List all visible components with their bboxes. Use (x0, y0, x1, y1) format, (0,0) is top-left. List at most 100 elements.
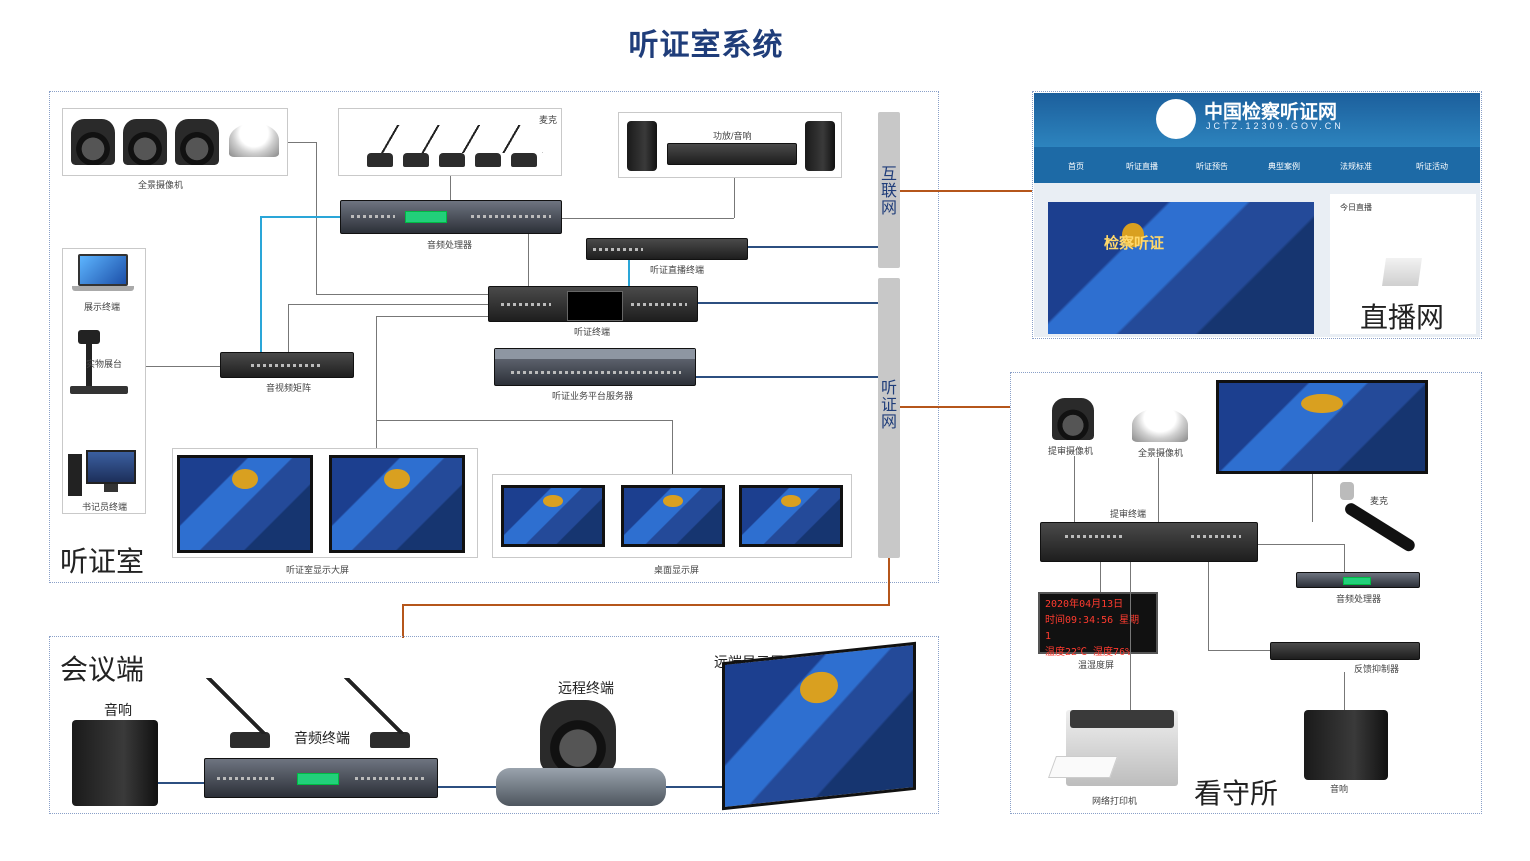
conference-speaker-caption: 音响 (104, 702, 132, 718)
platform-server-caption: 听证业务平台服务器 (552, 391, 634, 401)
site-nav: 首页 听证直播 听证预告 典型案例 法规标准 听证活动 (1034, 147, 1480, 183)
temp-humidity-screen: 2020年04月13日 时间09:34:56 星期 1 温度22℃ 湿度76% (1038, 592, 1158, 658)
detention-monitor (1216, 380, 1428, 474)
link (528, 234, 529, 286)
live-video-player[interactable]: 检察听证 (1048, 202, 1314, 334)
link (1312, 474, 1313, 522)
av-matrix-caption: 音视频矩阵 (266, 383, 312, 393)
desk-screen-display (501, 485, 605, 547)
link (288, 304, 488, 305)
mic-neck (344, 678, 404, 734)
gooseneck-mic-icon (403, 153, 429, 167)
clerk-desktop-icon (68, 446, 138, 498)
dome-camera-icon (1132, 408, 1188, 442)
big-screen-display (329, 455, 465, 553)
big-screen-group (172, 448, 478, 558)
document-camera-icon (70, 330, 130, 396)
link (672, 420, 673, 474)
led-time: 时间09:34:56 星期 1 (1045, 615, 1140, 642)
desk-screen-caption: 桌面显示屏 (654, 565, 700, 575)
detention-audio-processor (1296, 572, 1420, 588)
link (1258, 544, 1344, 545)
remote-display-screen (722, 641, 916, 811)
gooseneck-mic-icon (230, 732, 270, 748)
av-matrix-device (220, 352, 354, 378)
ptz-camera-icon (123, 119, 167, 165)
hearing-terminal-caption: 听证终端 (574, 327, 611, 337)
handheld-mic-icon (1336, 480, 1426, 554)
page-title: 听证室系统 (628, 29, 784, 62)
site-name: 中国检察听证网 (1204, 102, 1338, 123)
site-nav-item[interactable]: 听证直播 (1126, 162, 1158, 171)
live-terminal-device (586, 238, 748, 260)
link (698, 302, 878, 304)
gooseneck-mic-icon (367, 153, 393, 167)
hearing-net-label: 听证网 (880, 380, 897, 431)
hearing-room-label: 听证室 (60, 546, 145, 577)
site-nav-item[interactable]: 首页 (1068, 162, 1084, 171)
remote-camera-icon (540, 700, 616, 774)
live-site-zone (1032, 91, 1482, 339)
detention-label: 看守所 (1194, 778, 1279, 809)
link (562, 218, 734, 219)
detention-speaker-caption: 音响 (1330, 784, 1349, 794)
remote-terminal-caption: 远程终端 (558, 680, 614, 696)
detention-link (900, 406, 1010, 408)
interrogation-camera-icon (1052, 398, 1094, 440)
link (666, 786, 722, 788)
audio-terminal-caption: 音频终端 (294, 730, 350, 746)
panorama-camera-caption-detention: 全景摄像机 (1138, 448, 1184, 458)
hearing-net-bar (878, 278, 900, 558)
gooseneck-mic-icon (511, 153, 537, 167)
link (376, 316, 377, 448)
audio-processor-device (340, 200, 562, 234)
detention-speaker-icon (1304, 710, 1388, 780)
link (260, 216, 262, 352)
mic-neck (206, 678, 266, 734)
clerk-terminal-caption: 书记员终端 (82, 502, 128, 512)
ptz-camera-icon (71, 119, 115, 165)
big-screen-display (177, 455, 313, 553)
hearing-room-zone (49, 91, 939, 583)
speaker-icon (627, 121, 657, 171)
display-terminal-caption: 展示终端 (84, 302, 121, 312)
speaker-icon (805, 121, 835, 171)
link (734, 178, 735, 218)
link (1344, 544, 1345, 572)
link (450, 176, 451, 200)
feedback-suppressor-caption: 反馈抑制器 (1354, 664, 1400, 674)
conference-link (402, 604, 404, 638)
audio-processor-caption: 音频处理器 (427, 240, 473, 250)
microphone-group: 麦克 (338, 108, 562, 176)
site-nav-item[interactable]: 典型案例 (1268, 162, 1300, 171)
document-camera-caption: 实物展台 (86, 359, 123, 369)
link (1130, 562, 1131, 710)
conference-link (888, 558, 890, 606)
site-nav-item[interactable]: 听证活动 (1416, 162, 1448, 171)
network-printer-caption: 网络打印机 (1092, 796, 1138, 806)
link (1158, 458, 1159, 522)
internet-label: 互联网 (880, 166, 897, 217)
link (748, 246, 878, 248)
link (1344, 672, 1345, 710)
conference-link (402, 604, 890, 606)
gooseneck-mic-icon (370, 732, 410, 748)
site-logo-icon (1156, 99, 1196, 139)
detention-audio-processor-caption: 音频处理器 (1336, 594, 1382, 604)
link (158, 782, 204, 784)
mic-necks (359, 125, 543, 153)
desk-screen-group (492, 474, 852, 558)
laptop-icon (72, 254, 134, 294)
microphone-caption: 麦克 (539, 115, 558, 125)
link (376, 420, 672, 421)
interrogation-terminal-caption: 提审终端 (1110, 509, 1147, 519)
desk-screen-display (621, 485, 725, 547)
live-site-label: 直播网 (1360, 302, 1445, 333)
internet-link (900, 190, 1032, 192)
network-printer-icon (1047, 710, 1178, 786)
link (376, 316, 488, 317)
gooseneck-mic-icon (475, 153, 501, 167)
site-nav-item[interactable]: 法规标准 (1340, 162, 1372, 171)
gooseneck-mic-icon (439, 153, 465, 167)
site-nav-item[interactable]: 听证预告 (1196, 162, 1228, 171)
